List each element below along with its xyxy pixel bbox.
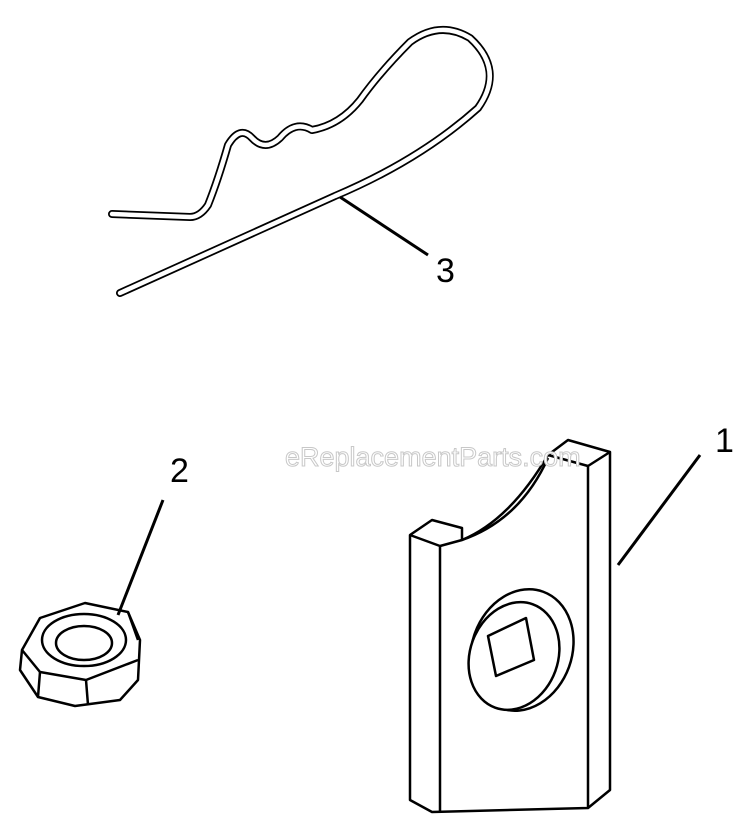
hex-nut	[18, 601, 142, 708]
hairpin-clip	[108, 25, 494, 297]
callout-3: 3	[436, 252, 455, 290]
leader-line-1	[616, 454, 702, 566]
plate	[408, 438, 612, 814]
leader-line-2	[116, 499, 165, 616]
callout-2: 2	[170, 452, 189, 490]
watermark: eReplacementParts.com	[285, 442, 581, 472]
callout-1: 1	[715, 422, 734, 460]
leader-line-3	[339, 195, 429, 257]
